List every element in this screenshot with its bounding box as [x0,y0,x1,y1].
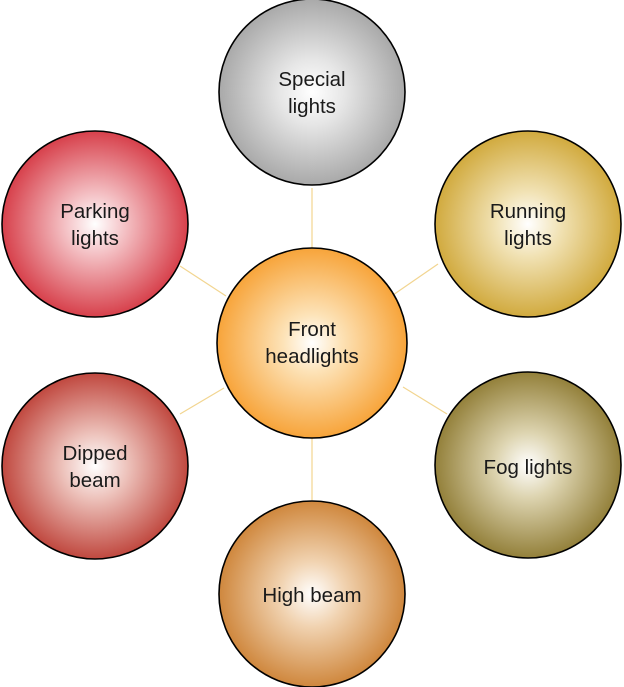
connector-running [392,263,439,296]
node-running-circle [434,130,622,318]
node-fog-label-line-1: Fog lights [483,456,573,479]
node-special-label-line-1: Special [278,68,346,91]
node-dipped-label-line-2: beam [69,469,121,492]
node-dipped-label-line-1: Dipped [62,442,128,465]
node-running-label: Running lights [453,198,603,252]
connector-fog [402,386,448,415]
node-high-beam-circle [218,500,406,687]
connector-dipped [179,387,225,415]
connector-parking [179,265,227,297]
center-node-circle [216,247,408,439]
node-parking-label: Parking lights [20,198,170,252]
node-high-beam-label-line-1: High beam [262,584,362,607]
node-parking-label-line-1: Parking [60,200,130,223]
node-running-label-line-1: Running [489,200,567,223]
node-special-label-line-2: lights [288,95,336,118]
node-parking-circle [1,130,189,318]
node-dipped-circle [1,372,189,560]
node-fog-label: Fog lights [453,454,603,481]
node-fog-circle [434,371,622,559]
center-node-label-line-1: Front [288,318,336,341]
node-parking-label-line-2: lights [71,227,119,250]
node-special-label: Special lights [237,66,387,120]
center-node-label: Front headlights [237,316,387,370]
node-dipped-label: Dipped beam [20,440,170,494]
node-running-label-line-2: lights [504,227,552,250]
node-high-beam-label: High beam [237,582,387,609]
node-special-circle [218,0,406,186]
center-node-label-line-2: headlights [265,345,359,368]
